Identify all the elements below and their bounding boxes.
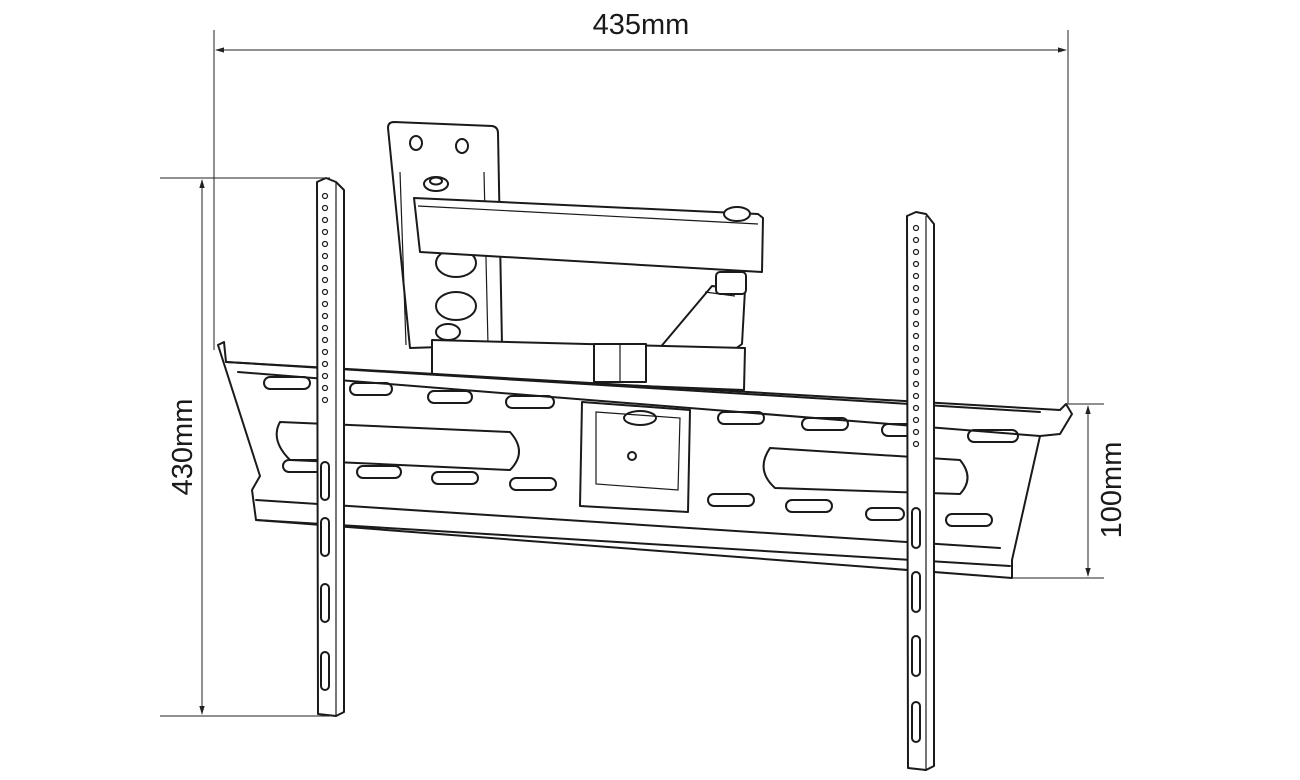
right-strap-holes bbox=[912, 224, 920, 448]
horizontal-rail bbox=[217, 341, 1073, 579]
right-vertical-strap bbox=[906, 211, 935, 771]
width-label: 435mm bbox=[593, 9, 690, 41]
depth-label: 100mm bbox=[1096, 442, 1128, 539]
depth-dimension bbox=[1012, 403, 1104, 579]
left-strap-slots bbox=[320, 461, 330, 691]
left-strap-holes bbox=[321, 192, 329, 404]
height-label: 430mm bbox=[167, 399, 199, 496]
height-dimension bbox=[160, 177, 330, 717]
right-strap-slots bbox=[911, 507, 921, 743]
left-vertical-strap bbox=[316, 177, 345, 717]
lower-arm bbox=[431, 271, 747, 391]
upper-arm bbox=[413, 197, 764, 273]
width-dimension bbox=[213, 30, 1069, 404]
